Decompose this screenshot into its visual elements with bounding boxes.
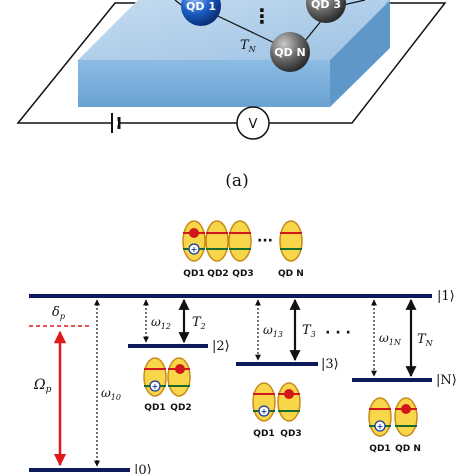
pair3-qd1: QD1 [253,429,274,439]
omega-p-label: Ωp [33,377,52,395]
electron-icon [284,389,294,399]
svg-text:+: + [191,245,198,254]
top-qdn-label: QD N [278,269,304,279]
hole-icon [188,243,200,255]
pair2-qd1: QD1 [144,403,165,413]
omega10-label: ω10 [101,386,121,402]
hole-icon [258,405,270,417]
tunnel-label: TN [240,38,257,54]
qd3-sphere [306,0,346,23]
ket-0: |0⟩ [134,463,152,474]
t3-label: T3 [302,323,316,339]
pairN-qdn: QD N [395,444,421,454]
svg-text:+: + [152,382,159,391]
panel-b: + ··· QD1 QD2 QD3 QD N [29,220,457,474]
hole-icon [149,380,161,392]
top-qd2-label: QD2 [207,269,228,279]
ket-N: |N⟩ [436,373,457,388]
wire-qd3-right [342,0,366,6]
qd-pair-3: + QD1 QD3 [252,382,302,439]
tn-label: TN [417,332,434,348]
delta-label: δp [52,305,65,321]
t2-label: T2 [192,315,206,331]
slab-side [330,0,390,107]
svg-text:+: + [377,422,384,431]
qd-pair-N: + QD1 QD N [368,397,421,454]
omega12-label: ω12 [151,315,171,331]
omega13-label: ω13 [263,323,283,339]
pair3-qd3: QD3 [280,429,301,439]
qd-dots: ⋮ [252,4,272,28]
pairN-qd1: QD1 [369,444,390,454]
qdn-sphere [270,32,310,72]
ket-3: |3⟩ [321,357,339,372]
electron-icon [401,404,411,414]
voltmeter-label: V [249,117,258,132]
top-qd-dots: ··· [257,233,273,249]
hole-icon [374,420,386,432]
svg-text:+: + [261,407,268,416]
battery-gap [113,121,118,125]
top-qd-3 [228,220,252,262]
qd1-label: QD 1 [186,0,216,13]
electron-icon [175,364,185,374]
pair2-qd2: QD2 [170,403,191,413]
electron-icon [189,228,199,238]
qd-pair-2: + QD1 QD2 [143,357,192,413]
panel-a: QD 1 QD 3 QD N ⋮ TN V (a) [16,0,447,191]
top-qd-1: + [182,220,206,262]
omega1n-label: ω1N [379,331,402,347]
top-qd-n [279,220,303,262]
qdn-label: QD N [274,46,306,59]
qd3-label: QD 3 [311,0,341,11]
top-qd1-label: QD1 [183,269,204,279]
voltmeter-circle [236,106,270,140]
slab-front [78,60,330,107]
panel-a-caption: (a) [225,171,248,191]
top-qd3-label: QD3 [232,269,253,279]
top-qd-2 [205,220,229,262]
ket-2: |2⟩ [212,339,230,354]
ket-1: |1⟩ [437,289,455,304]
top-qd-row: + ··· QD1 QD2 QD3 QD N [182,220,304,279]
qd1-sphere [181,0,221,26]
mid-dots: · · · [325,325,351,341]
